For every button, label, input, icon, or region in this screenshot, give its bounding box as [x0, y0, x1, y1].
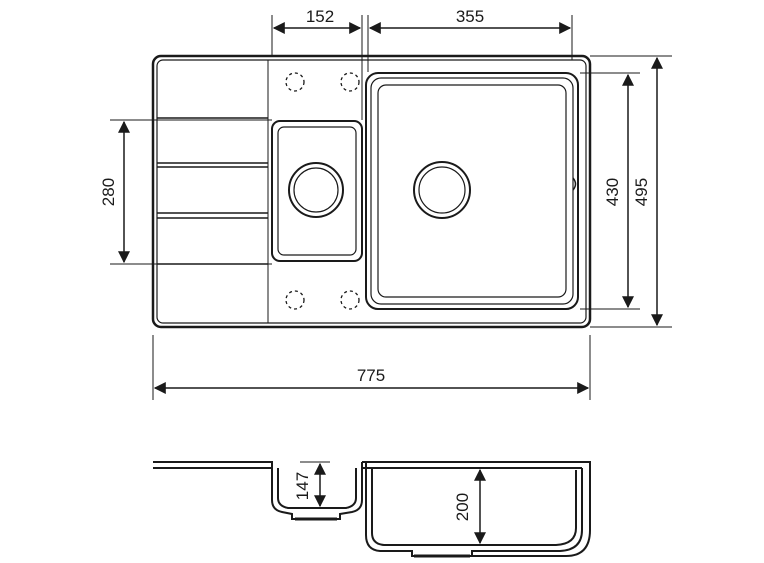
dim-355-label: 355 [456, 7, 484, 26]
tap-hole-markers [285, 72, 360, 310]
dim-152-label: 152 [306, 7, 334, 26]
dim-280-label: 280 [99, 178, 118, 206]
dim-200-label: 200 [453, 493, 472, 521]
sink-outline [151, 54, 592, 329]
small-bowl-section [271, 462, 363, 520]
small-bowl-drain-outer [288, 162, 344, 218]
dim-430-label: 430 [603, 178, 622, 206]
section-dimension-lines [300, 461, 500, 546]
large-bowl-drain-outer [413, 161, 471, 219]
large-bowl-basin [377, 84, 567, 298]
small-bowl [271, 120, 363, 262]
drainer-ribs [157, 117, 268, 265]
dim-775-label: 775 [357, 366, 385, 385]
overflow-slot [572, 177, 577, 191]
top-view [151, 54, 592, 329]
small-bowl-drain-inner [293, 167, 339, 213]
section-top-surface [153, 461, 273, 464]
dimension-lines [110, 15, 672, 400]
large-bowl-inner [370, 77, 574, 305]
large-bowl-drain-inner [418, 166, 466, 214]
sink-outline-inner [156, 59, 587, 324]
small-bowl-inner [277, 126, 357, 256]
dim-495-label: 495 [632, 178, 651, 206]
side-section [153, 461, 591, 558]
large-bowl-section [365, 462, 583, 557]
large-bowl [365, 72, 579, 310]
dim-147-label: 147 [293, 472, 312, 500]
